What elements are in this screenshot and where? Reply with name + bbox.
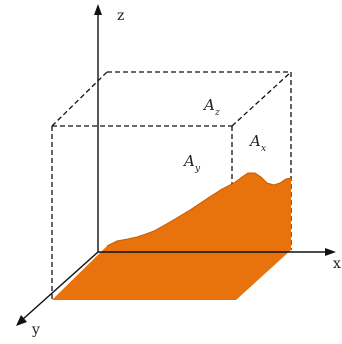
y-axis-arrowhead	[16, 315, 27, 326]
area-label-side-y-sub: y	[194, 164, 201, 174]
area-label-top-sub: z	[214, 108, 220, 118]
surface-ridge	[106, 172, 292, 247]
surface-volume	[52, 173, 291, 300]
z-axis-arrowhead	[94, 4, 102, 15]
box-top-right-edge	[231, 71, 292, 127]
y-axis-line	[21, 251, 99, 321]
x-axis	[98, 248, 336, 256]
area-label-side-x-sub: x	[261, 144, 266, 154]
area-label-top-letter: A	[202, 96, 215, 114]
z-axis-label: z	[117, 8, 124, 24]
area-label-side-x: A x	[248, 132, 266, 154]
area-label-side-x-letter: A	[248, 132, 261, 150]
x-axis-label: x	[333, 256, 341, 272]
x-axis-arrowhead	[325, 248, 336, 256]
z-axis	[94, 4, 102, 252]
area-label-side-y-letter: A	[182, 152, 195, 170]
y-axis	[16, 251, 99, 326]
area-label-top: A z	[202, 96, 220, 118]
area-label-side-y: A y	[182, 152, 201, 174]
y-axis-label: y	[31, 322, 40, 338]
box-top-left-edge	[51, 71, 108, 127]
